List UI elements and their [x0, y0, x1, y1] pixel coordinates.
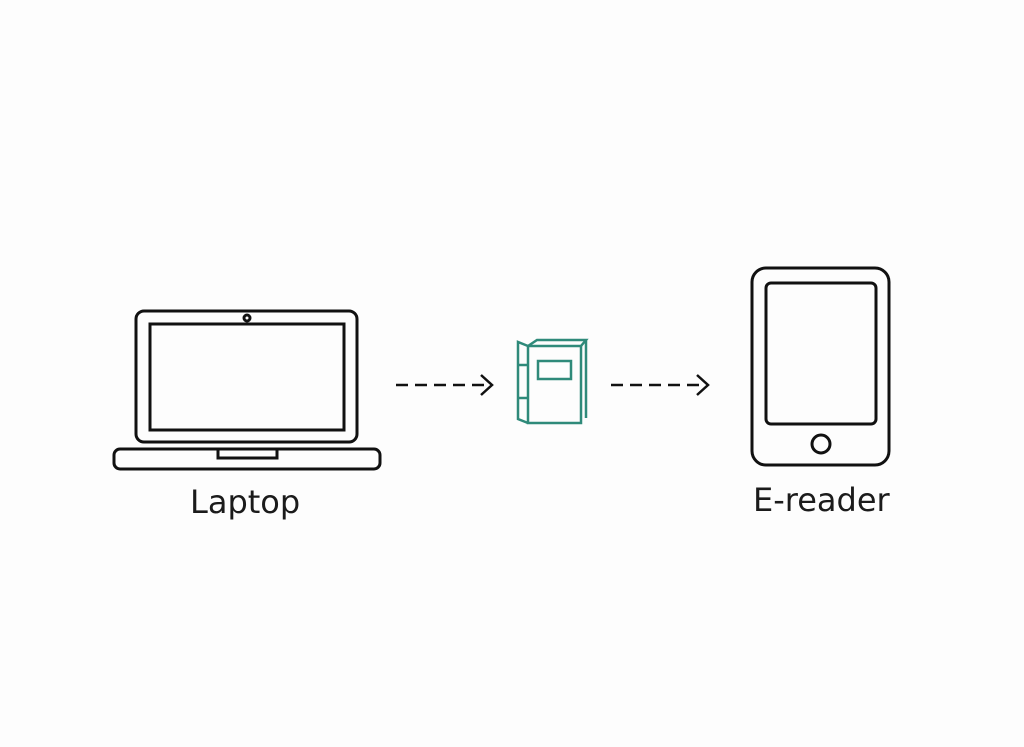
book-cover	[526, 344, 583, 425]
laptop-icon	[112, 309, 382, 471]
e-reader-body	[750, 266, 891, 467]
laptop-trackpad-notch	[216, 450, 279, 460]
book-title-plate	[536, 359, 573, 381]
laptop-label: Laptop	[190, 483, 301, 521]
e-reader-home-button	[810, 433, 832, 455]
e-reader-screen	[764, 281, 878, 426]
book-spine	[516, 340, 529, 425]
arrow-laptop-to-book	[396, 374, 494, 396]
arrow-book-to-ereader	[611, 374, 710, 396]
laptop-base	[112, 447, 382, 471]
book-icon	[516, 338, 589, 425]
laptop-webcam	[242, 313, 252, 323]
laptop-screen	[148, 322, 346, 432]
arrow-head	[480, 374, 494, 396]
book-top-pages	[527, 338, 589, 348]
ereader-label: E-reader	[753, 481, 890, 519]
arrow-head	[696, 374, 710, 396]
e-reader-icon	[750, 266, 891, 467]
laptop-lid	[134, 309, 359, 444]
